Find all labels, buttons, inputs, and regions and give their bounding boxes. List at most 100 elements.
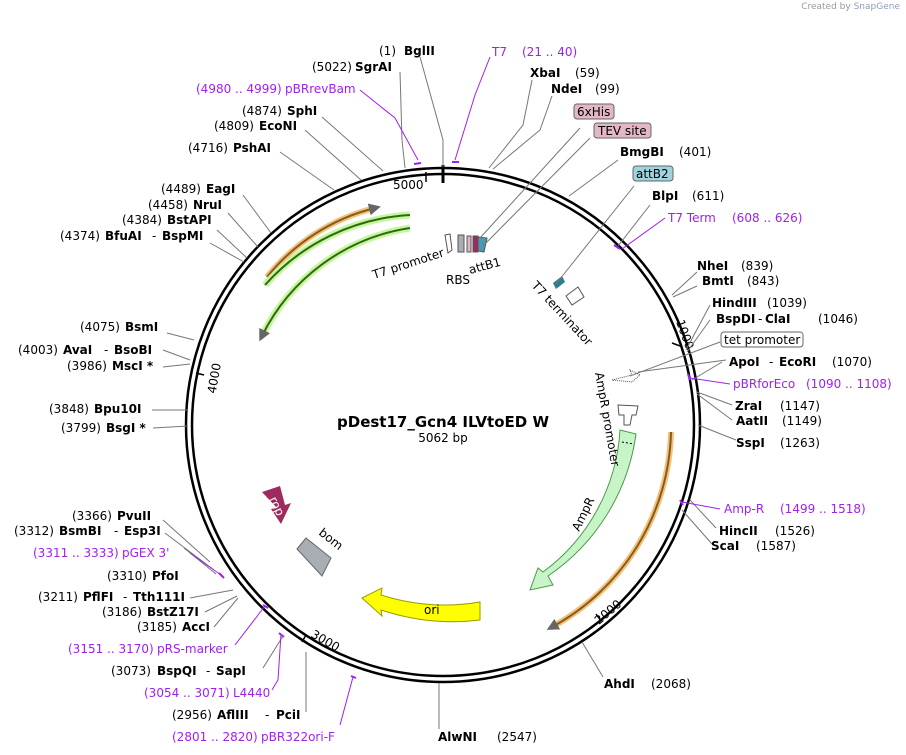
- site-pos-pfoi: (3310): [107, 569, 147, 583]
- site-pos-xbai: (59): [575, 66, 600, 80]
- primer-t7-term[interactable]: T7 Term: [667, 211, 716, 225]
- site-pos-clai: (1046): [818, 312, 858, 326]
- site-bspdi[interactable]: BspDI: [716, 312, 755, 326]
- tet-promoter-glyph: [611, 368, 641, 383]
- site-clai[interactable]: ClaI: [765, 312, 790, 326]
- primer-pbr322ori-f[interactable]: pBR322ori-F: [261, 730, 335, 744]
- site-zrai[interactable]: ZraI: [735, 399, 762, 413]
- feature-tev-site[interactable]: TEV site: [597, 124, 647, 138]
- primer-range-pbr322ori-f: (2801 .. 2820): [172, 730, 258, 744]
- primer-pgex3[interactable]: pGEX 3': [122, 546, 169, 560]
- boxed-feature-labels[interactable]: 6xHis TEV site attB2 tet promoter: [573, 103, 804, 348]
- site-bspmi[interactable]: BspMI: [162, 229, 203, 243]
- credit-prefix: Created by: [801, 2, 851, 12]
- primer-amp-r[interactable]: Amp-R: [724, 502, 764, 516]
- site-pos-ecori: (1070): [832, 355, 872, 369]
- site-esp3i[interactable]: Esp3I: [124, 524, 161, 538]
- primer-t7[interactable]: T7: [491, 45, 507, 59]
- dash-avai: -: [104, 343, 108, 357]
- site-pos-pcii: (2956): [172, 708, 212, 722]
- feature-tet-promoter[interactable]: tet promoter: [724, 333, 800, 347]
- site-msci[interactable]: MscI *: [112, 359, 154, 373]
- site-sspi[interactable]: SspI: [736, 436, 765, 450]
- site-avai[interactable]: AvaI: [63, 343, 92, 357]
- site-pvuii[interactable]: PvuII: [117, 509, 151, 523]
- primer-prs-marker[interactable]: pRS-marker: [157, 642, 228, 656]
- site-alwni[interactable]: AlwNI: [438, 730, 477, 744]
- snapgene-credit: Created by SnapGene: [801, 2, 900, 12]
- site-bpu10i[interactable]: Bpu10I: [94, 402, 141, 416]
- site-pos-sphi: (4874): [242, 104, 282, 118]
- site-pflfi[interactable]: PflFI: [83, 590, 113, 604]
- primer-labels[interactable]: T7 (21 .. 40) T7 Term (608 .. 626) pBRfo…: [33, 45, 892, 744]
- site-econi[interactable]: EcoNI: [259, 119, 297, 133]
- site-eagi[interactable]: EagI: [206, 182, 235, 196]
- t7-terminator-feature[interactable]: T7 terminator: [528, 276, 595, 348]
- site-bsobi[interactable]: BsoBI: [114, 343, 152, 357]
- site-hindiii[interactable]: HindIII: [712, 296, 757, 310]
- site-acci[interactable]: AccI: [182, 620, 210, 634]
- site-bmgbi[interactable]: BmgBI: [620, 145, 664, 159]
- site-pos-acci: (3185): [137, 620, 177, 634]
- site-pos-bpu10i: (3848): [49, 402, 89, 416]
- site-hincii[interactable]: HincII: [719, 524, 758, 538]
- primer-range-t7-term: (608 .. 626): [732, 211, 802, 225]
- site-blpi[interactable]: BlpI: [652, 189, 678, 203]
- site-pfoi[interactable]: PfoI: [152, 569, 179, 583]
- dash-bfuai: -: [152, 229, 156, 243]
- primer-range-pgex3: (3311 .. 3333): [33, 546, 119, 560]
- feature-label-attb1: attB1: [467, 255, 502, 277]
- plasmid-name: pDest17_Gcn4 ILVtoED W: [337, 413, 549, 431]
- site-bfuai[interactable]: BfuAI: [105, 229, 142, 243]
- site-afliii[interactable]: AflIII: [217, 708, 249, 722]
- site-pos-bspmi: (4374): [60, 229, 100, 243]
- tick-label-4000: 4000: [205, 362, 224, 395]
- site-scai[interactable]: ScaI: [711, 539, 739, 553]
- site-nhei[interactable]: NheI: [697, 259, 728, 273]
- site-pos-hindiii: (1039): [767, 296, 807, 310]
- rop-feature[interactable]: rop: [262, 486, 291, 524]
- site-bspqi[interactable]: BspQI: [157, 664, 197, 678]
- site-ahdi[interactable]: AhdI: [604, 677, 635, 691]
- site-pos-eagi: (4489): [161, 182, 201, 196]
- site-sphi[interactable]: SphI: [287, 104, 317, 118]
- t7-promoter-cluster[interactable]: T7 promoter RBS attB1: [370, 233, 503, 287]
- dash-pflfi: -: [123, 590, 127, 604]
- site-tth111i[interactable]: Tth111I: [133, 590, 185, 604]
- plasmid-title: pDest17_Gcn4 ILVtoED W 5062 bp: [337, 413, 549, 445]
- ori-feature[interactable]: ori: [361, 587, 481, 623]
- site-pcii[interactable]: PciI: [276, 708, 301, 722]
- primer-pbrforeco[interactable]: pBRforEco: [733, 377, 795, 391]
- site-bstapi[interactable]: BstAPI: [167, 213, 212, 227]
- site-bsmi[interactable]: BsmI: [125, 320, 158, 334]
- feature-6xhis[interactable]: 6xHis: [577, 105, 610, 119]
- site-nrui[interactable]: NruI: [193, 198, 222, 212]
- site-bglii[interactable]: BglII: [404, 44, 435, 58]
- site-aatii[interactable]: AatII: [736, 414, 768, 428]
- primer-pbrrevbam[interactable]: pBRrevBam: [285, 82, 356, 96]
- site-bstz17i[interactable]: BstZ17I: [147, 605, 199, 619]
- site-pos-aatii: (1149): [782, 414, 822, 428]
- site-pos-bstapi: (4384): [122, 213, 162, 227]
- primer-l4440[interactable]: L4440: [233, 686, 270, 700]
- site-bmti[interactable]: BmtI: [702, 274, 734, 288]
- site-pos-bmgbi: (401): [679, 145, 711, 159]
- right-site-labels[interactable]: (1) BglII XbaI (59) NdeI (99) BmgBI (401…: [379, 44, 872, 744]
- bom-feature[interactable]: bom: [296, 525, 346, 577]
- feature-label-t7-terminator: T7 terminator: [528, 278, 595, 349]
- site-pos-sgrai: (5022): [312, 60, 352, 74]
- site-pos-sspi: (1263): [780, 436, 820, 450]
- left-site-labels[interactable]: (5022) SgrAI (4874) SphI (4809) EcoNI (4…: [14, 60, 392, 722]
- feature-attb2[interactable]: attB2: [636, 167, 669, 181]
- site-xbai[interactable]: XbaI: [530, 66, 560, 80]
- site-bsgi[interactable]: BsgI *: [106, 421, 147, 435]
- primer-range-amp-r: (1499 .. 1518): [780, 502, 866, 516]
- site-ndei[interactable]: NdeI: [551, 82, 582, 96]
- site-bsmbi[interactable]: BsmBI: [59, 524, 101, 538]
- site-pshai[interactable]: PshAI: [233, 141, 271, 155]
- site-apoi[interactable]: ApoI: [729, 355, 760, 369]
- site-sapi[interactable]: SapI: [216, 664, 246, 678]
- site-sgrai[interactable]: SgrAI: [355, 60, 392, 74]
- site-ecori[interactable]: EcoRI: [779, 355, 816, 369]
